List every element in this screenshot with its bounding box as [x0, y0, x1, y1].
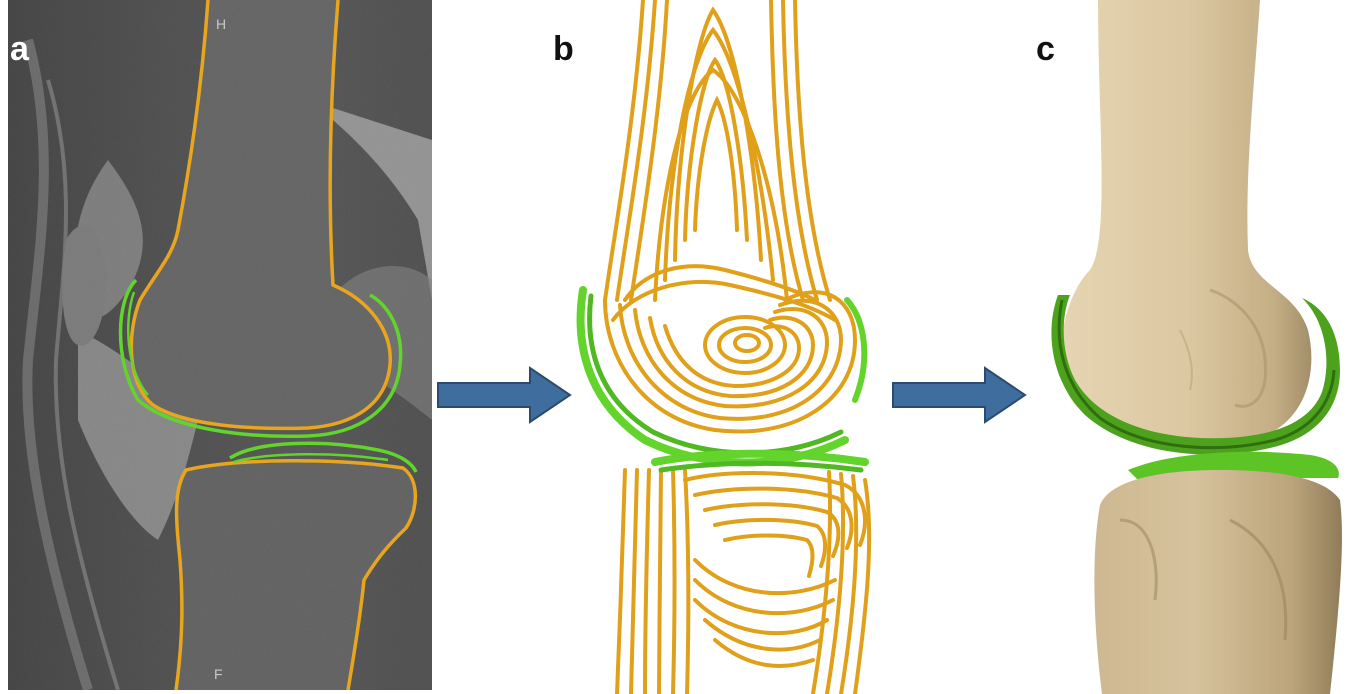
- right-arrow-icon: [891, 366, 1027, 424]
- orientation-mark-bottom: F: [214, 666, 223, 682]
- panel-label-a: a: [10, 32, 29, 66]
- panel-label-b: b: [553, 32, 574, 66]
- panel-label-c: c: [1036, 32, 1055, 66]
- orientation-mark-top: H: [216, 16, 226, 32]
- right-arrow-icon: [436, 366, 572, 424]
- surface-model-image: [1040, 0, 1350, 694]
- streamline-model-panel: [565, 0, 895, 694]
- surface-model-panel: [1040, 0, 1350, 694]
- streamline-image: [565, 0, 895, 694]
- mri-slice-panel: [8, 0, 432, 690]
- mri-image: [8, 0, 432, 690]
